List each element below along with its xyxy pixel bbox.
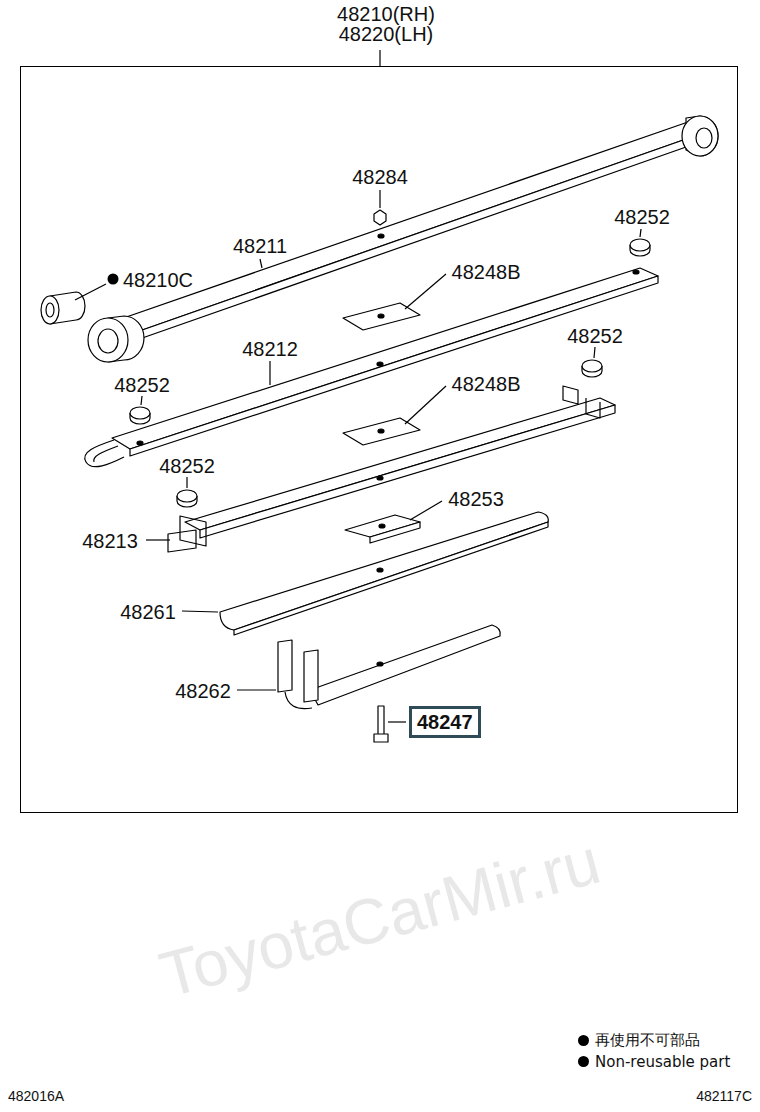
callout-number: 48252 bbox=[614, 206, 670, 228]
bolt bbox=[374, 706, 388, 742]
fifth-leaf bbox=[278, 625, 500, 709]
callout-number: 48212 bbox=[242, 338, 298, 360]
callout-number: 48247 bbox=[417, 711, 473, 733]
legend-dot bbox=[578, 1035, 589, 1046]
bushing bbox=[41, 292, 85, 324]
callout-number: 48211 bbox=[233, 235, 287, 257]
main-leaf bbox=[88, 116, 718, 362]
callout-number: 48252 bbox=[159, 455, 215, 477]
watermark: ToyotaCarMir.ru bbox=[152, 824, 607, 1012]
figure-code: 482016A bbox=[8, 1089, 64, 1104]
legend-row: Non-reusable part bbox=[578, 1051, 730, 1072]
callout-number: 48210C bbox=[123, 269, 193, 291]
leader-line bbox=[379, 50, 380, 66]
legend-row: 再使用不可部品 bbox=[578, 1030, 730, 1051]
second-leaf bbox=[85, 268, 658, 467]
pad bbox=[343, 303, 420, 330]
assembly-number: 48210(RH) 48220(LH) bbox=[330, 4, 442, 44]
callout-number: 48262 bbox=[175, 680, 231, 702]
legend-text: 再使用不可部品 bbox=[595, 1031, 700, 1050]
highlighted-callout-box: 48247 bbox=[409, 706, 481, 738]
callout-number: 48213 bbox=[82, 530, 138, 552]
legend-dot bbox=[578, 1056, 589, 1067]
callout-number: 48248B bbox=[452, 261, 521, 283]
legend-text: Non-reusable part bbox=[595, 1053, 730, 1071]
callout-number: 48253 bbox=[448, 488, 504, 510]
callout-number: 48248B bbox=[452, 373, 521, 395]
nut bbox=[374, 210, 386, 225]
non-reusable-dot bbox=[108, 274, 119, 285]
button bbox=[130, 239, 650, 507]
callout-number: 48284 bbox=[352, 166, 408, 188]
fourth-leaf bbox=[220, 512, 548, 635]
callout-number: 48261 bbox=[120, 601, 176, 623]
pad bbox=[343, 418, 420, 445]
legend: 再使用不可部品 Non-reusable part bbox=[578, 1030, 730, 1072]
callout-number: 48252 bbox=[567, 325, 623, 347]
leader-lines bbox=[75, 190, 641, 722]
figure-code: 482117C bbox=[696, 1089, 752, 1104]
callout-number: 48252 bbox=[114, 374, 170, 396]
